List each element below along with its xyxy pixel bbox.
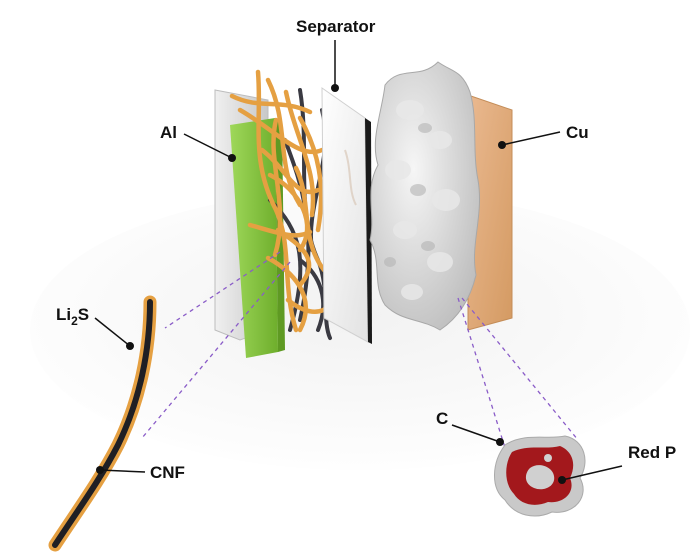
label-cu: Cu	[566, 123, 589, 142]
label-c: C	[436, 409, 448, 428]
label-al: Al	[160, 123, 177, 142]
separator-membrane	[321, 87, 372, 344]
label-li2s-sub: 2	[71, 314, 78, 328]
leader-lines	[94, 40, 623, 481]
label-red-p: Red P	[628, 443, 676, 462]
label-li2s-main: Li	[56, 305, 71, 324]
red-p-anode-layer	[369, 61, 481, 331]
label-li2s: Li2S	[56, 305, 89, 328]
cnf-fiber-network	[229, 69, 333, 340]
cnf-strand-zoom	[48, 295, 157, 552]
zoom-guide-lines	[141, 251, 579, 471]
label-li2s-tail: S	[78, 305, 89, 324]
label-cnf: CNF	[150, 463, 185, 482]
label-separator: Separator	[296, 17, 376, 36]
red-p-carbon-particle	[494, 435, 586, 517]
leader-dots	[96, 84, 566, 484]
